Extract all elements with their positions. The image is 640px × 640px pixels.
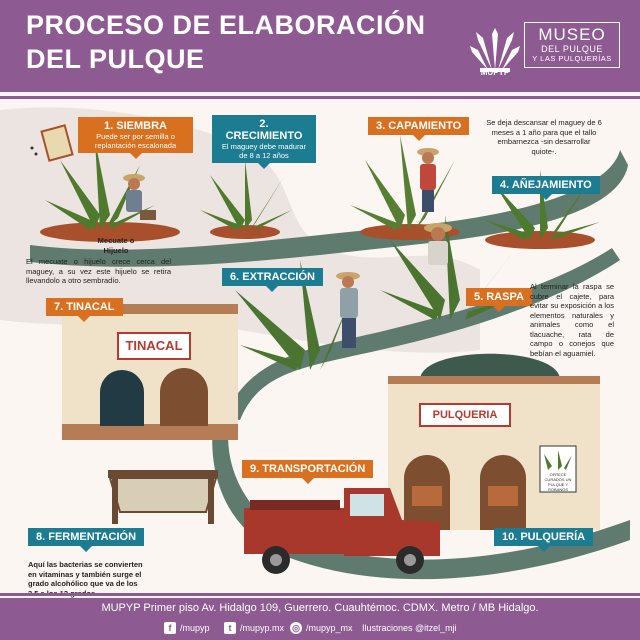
page-title-line1: PROCESO DE ELABORACIÓN — [26, 10, 426, 40]
seed-packet-icon — [30, 124, 74, 162]
pulqueria-sign: PULQUERIA — [432, 409, 498, 421]
road-path — [30, 150, 628, 267]
farmer-raspa — [424, 223, 452, 265]
farmer-capamiento — [417, 148, 439, 212]
step-label-extraccion: 6. EXTRACCIÓN — [222, 268, 323, 292]
footer-stripe — [0, 593, 640, 596]
footer-bar: MUPYP Primer piso Av. Hidalgo 109, Guerr… — [0, 598, 640, 640]
facebook-icon: f — [164, 622, 176, 634]
facebook-link[interactable]: f /mupyp — [164, 621, 210, 635]
step-subtitle: El maguey debe madurar de 8 a 12 años — [221, 142, 307, 160]
step-label-anejamiento: 4. AÑEJAMIENTO — [492, 176, 600, 200]
logo-name-line2: DEL PULQUE — [541, 44, 603, 54]
agave-logo-icon — [470, 28, 520, 72]
tinacal-sign: TINACAL — [125, 338, 183, 353]
header-banner: PROCESO DE ELABORACIÓN DEL PULQUE MUPYP … — [0, 0, 640, 92]
logo-wordmark: MUSEO DEL PULQUE Y LAS PULQUERÍAS — [524, 22, 620, 68]
step-label-transportacion: 9. TRANSPORTACIÓN — [242, 460, 374, 484]
capamiento-description: Se deja descansar el maguey de 6 meses a… — [486, 118, 602, 156]
logo-name-line1: MUSEO — [538, 25, 606, 44]
step-label-siembra: 1. SIEMBRA Puede ser por semilla o repla… — [78, 117, 193, 159]
instagram-icon: ◎ — [290, 622, 302, 634]
logo-name-line3: Y LAS PULQUERÍAS — [532, 54, 612, 63]
agave-plant-3 — [350, 135, 455, 230]
footer-address: MUPYP Primer piso Av. Hidalgo 109, Guerr… — [101, 602, 539, 614]
twitter-link[interactable]: t /mupyp.mx — [224, 621, 284, 635]
facebook-handle: /mupyp — [180, 623, 210, 633]
pulqueria-building — [388, 353, 600, 530]
raspa-description: Al terminar la raspa se cubre el cajete,… — [530, 282, 614, 358]
step-label-pulqueria: 10. PULQUERÍA — [494, 528, 594, 552]
twitter-handle: /mupyp.mx — [240, 623, 285, 633]
step-label-crecimiento: 2. CRECIMIENTO El maguey debe madurar de… — [212, 115, 316, 169]
agave-plant-2 — [200, 160, 292, 230]
step-subtitle: Puede ser por semilla o replantación esc… — [94, 132, 177, 150]
header-stripe — [0, 96, 640, 99]
tinacal-building — [62, 304, 238, 440]
process-illustration — [0, 107, 630, 580]
step-title: 1. SIEMBRA — [104, 120, 167, 132]
instagram-link[interactable]: ◎ /mupyp_mx — [290, 621, 353, 635]
pulqueria-poster: OFRECE CURADOS UN PULQUE Y ROBANOS — [544, 472, 572, 492]
step-label-raspa: 5. RASPA — [466, 288, 532, 312]
farmer-extraccion — [336, 272, 360, 348]
step-title: 2. CRECIMIENTO — [225, 118, 303, 142]
logo-acronym: MUPYP — [480, 68, 510, 77]
agave-plant-1 — [45, 140, 155, 230]
step-label-fermentacion: 8. FERMENTACIÓN — [28, 528, 145, 552]
mecuate-description: El mecuate o hijuelo crece cerca del mag… — [26, 257, 171, 285]
museum-logo: MUPYP MUSEO DEL PULQUE Y LAS PULQUERÍAS — [470, 20, 622, 80]
instagram-handle: /mupyp_mx — [306, 623, 353, 633]
illustration-credit: Ilustraciones @itzel_mji — [362, 623, 457, 633]
page-title-line2: DEL PULQUE — [26, 44, 205, 74]
step-label-capamiento: 3. CAPAMIENTO — [368, 117, 470, 141]
step-label-tinacal: 7. TINACAL — [46, 298, 123, 322]
fermentation-vat — [108, 470, 218, 524]
farmer-siembra — [123, 174, 156, 220]
mecuate-tag: Mecuate o Hijuelo — [97, 236, 135, 255]
twitter-icon: t — [224, 622, 236, 634]
truck-illustration — [244, 488, 440, 574]
